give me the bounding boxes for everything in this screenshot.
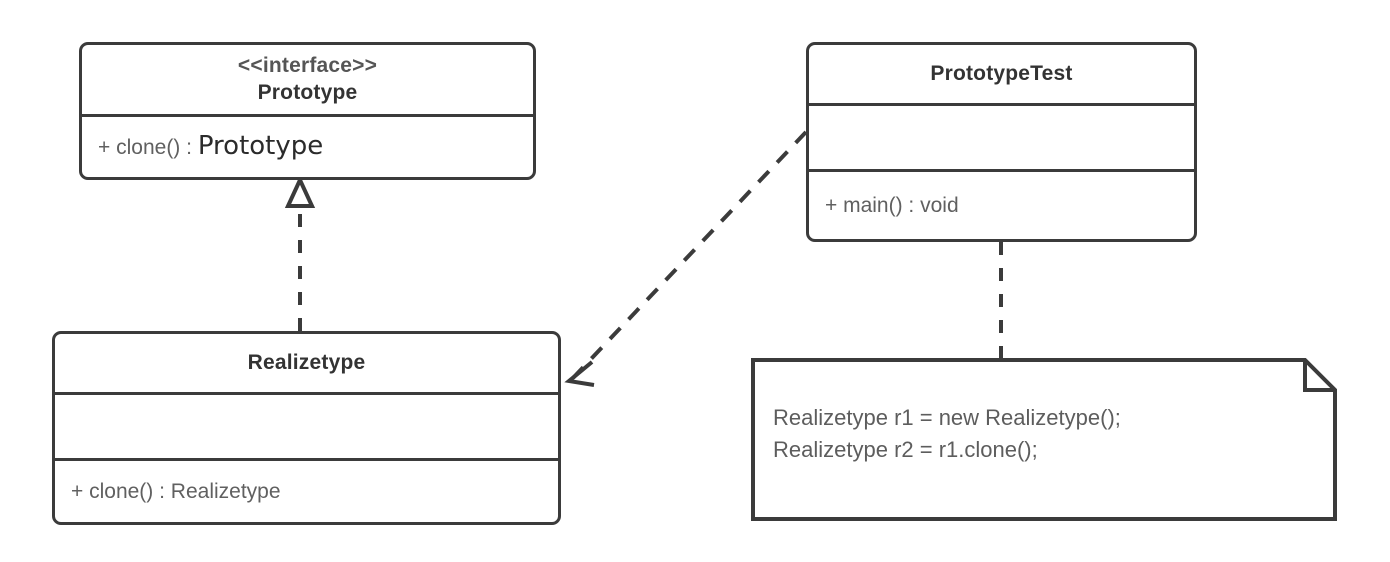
- realization-connector-prototype-realizetype: [284, 175, 316, 331]
- dependency-line: [571, 130, 808, 380]
- note-code-line-2: Realizetype r2 = r1.clone();: [773, 437, 1038, 462]
- method-name-prototype: clone(): [116, 136, 181, 160]
- class-attributes-realizetype: [55, 392, 558, 458]
- class-box-prototype[interactable]: <<interface>> Prototype + clone() : Prot…: [79, 42, 536, 180]
- class-box-prototypetest[interactable]: PrototypeTest + main() : void: [806, 42, 1197, 242]
- note-shape: [751, 358, 1337, 521]
- note-folded-corner-icon: [1303, 360, 1335, 392]
- class-name-realizetype: Realizetype: [247, 350, 366, 374]
- class-methods-prototype: + clone() : Prototype: [82, 114, 533, 177]
- method-main-prototypetest: + main() : void: [825, 193, 959, 217]
- note-code-line-1: Realizetype r1 = new Realizetype();: [773, 405, 1121, 430]
- method-clone-realizetype: + clone() : Realizetype: [71, 479, 281, 503]
- class-stereotype-prototype: <<interface>>: [237, 54, 378, 78]
- class-header-realizetype: Realizetype: [55, 334, 558, 392]
- class-header-prototypetest: PrototypeTest: [809, 45, 1194, 103]
- class-box-realizetype[interactable]: Realizetype + clone() : Realizetype: [52, 331, 561, 525]
- class-methods-prototypetest: + main() : void: [809, 169, 1194, 239]
- class-attributes-prototypetest: [809, 103, 1194, 169]
- realization-hollow-triangle-arrowhead: [284, 175, 316, 208]
- method-clone-prototype: + clone() : Prototype: [82, 130, 533, 164]
- note-outline: [751, 358, 1337, 521]
- dependency-open-arrowhead: [564, 360, 595, 387]
- class-name-prototypetest: PrototypeTest: [930, 61, 1073, 85]
- class-methods-realizetype: + clone() : Realizetype: [55, 458, 558, 522]
- method-visibility-prototype: +: [98, 136, 111, 160]
- note-box[interactable]: Realizetype r1 = new Realizetype(); Real…: [751, 358, 1337, 521]
- method-separator-prototype: :: [180, 136, 198, 160]
- dependency-connector-prototypetest-realizetype: [564, 130, 808, 387]
- class-header-prototype: <<interface>> Prototype: [82, 45, 533, 114]
- method-return-type-prototype: Prototype: [197, 131, 324, 162]
- class-name-prototype: Prototype: [257, 80, 358, 104]
